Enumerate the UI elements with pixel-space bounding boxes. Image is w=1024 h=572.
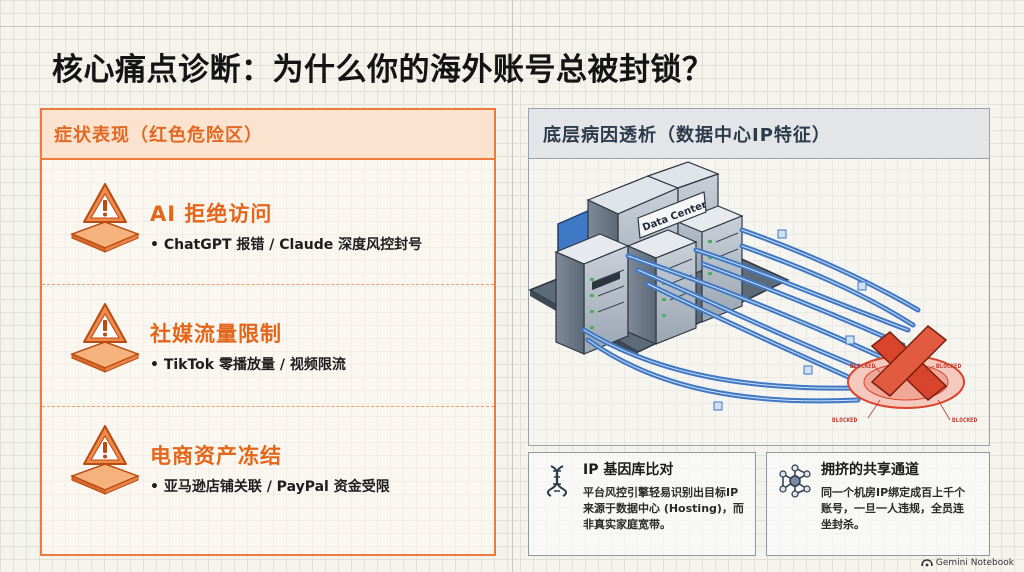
blocked-label: BLOCKED — [952, 417, 978, 424]
symptom-desc: • 亚马逊店铺关联 / PayPal 资金受限 — [150, 479, 390, 495]
notebook-logo-icon — [921, 559, 933, 567]
symptom-item-ecommerce: 电商资产冻结 • 亚马逊店铺关联 / PayPal 资金受限 — [42, 412, 494, 530]
dna-icon — [547, 465, 567, 497]
footer-brand: Gemini Notebook — [921, 558, 1014, 568]
cross-icon — [870, 325, 948, 401]
divider — [42, 284, 494, 285]
server-rack — [626, 229, 698, 345]
blocked-label: BLOCKED — [850, 363, 876, 370]
info-card-shared-channel: 拥挤的共享通道 同一个机房IP绑定成百上千个账号，一旦一人违规，全员连坐封杀。 — [766, 452, 990, 556]
info-card-title: 拥挤的共享通道 — [821, 462, 919, 478]
warning-icon — [69, 303, 141, 373]
divider — [42, 406, 494, 407]
symptoms-panel: 症状表现（红色危险区） AI 拒绝访问 • ChatGPT 报错 / Claud… — [40, 108, 496, 556]
info-card-desc: 同一个机房IP绑定成百上千个账号，一旦一人违规，全员连坐封杀。 — [821, 486, 966, 531]
grid-divider-horizontal — [0, 26, 1024, 27]
symptoms-header-label: 症状表现（红色危险区） — [54, 125, 263, 146]
page-title: 核心痛点诊断：为什么你的海外账号总被封锁？ — [52, 52, 714, 88]
warning-icon — [69, 425, 141, 495]
network-icon — [779, 464, 811, 498]
symptom-desc: • TikTok 零播放量 / 视频限流 — [150, 357, 346, 373]
symptom-item-social: 社媒流量限制 • TikTok 零播放量 / 视频限流 — [42, 290, 494, 408]
blocked-label: BLOCKED — [832, 417, 858, 424]
symptoms-header: 症状表现（红色危险区） — [42, 110, 494, 160]
causes-header: 底层病因透析（数据中心IP特征） — [529, 109, 989, 159]
info-card-ip-gene: IP 基因库比对 平台风控引擎轻易识别出目标IP来源于数据中心 (Hosting… — [528, 452, 756, 556]
symptom-item-ai: AI 拒绝访问 • ChatGPT 报错 / Claude 深度风控封号 — [42, 170, 494, 288]
info-card-title: IP 基因库比对 — [583, 462, 674, 478]
data-center-illustration: Data Center BLO — [528, 161, 978, 424]
grid-divider-vertical — [512, 0, 513, 572]
symptom-desc: • ChatGPT 报错 / Claude 深度风控封号 — [150, 237, 423, 253]
symptom-title: 电商资产冻结 — [150, 444, 282, 468]
blocked-label: BLOCKED — [936, 363, 962, 370]
symptom-title: 社媒流量限制 — [150, 322, 282, 346]
info-card-desc: 平台风控引擎轻易识别出目标IP来源于数据中心 (Hosting)，而非真实家庭宽… — [583, 486, 744, 531]
footer-brand-label: Gemini Notebook — [935, 558, 1014, 568]
symptom-title: AI 拒绝访问 — [150, 202, 273, 226]
warning-icon — [69, 183, 141, 253]
causes-header-label: 底层病因透析（数据中心IP特征） — [543, 124, 831, 146]
